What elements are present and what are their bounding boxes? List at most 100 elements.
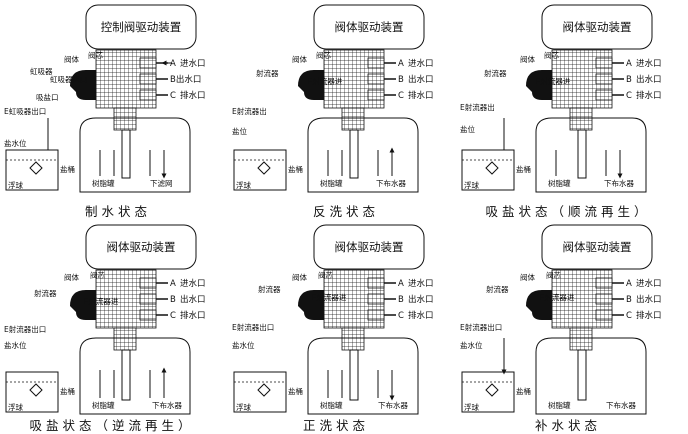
drive-box-title: 控制阀驱动装置 [101,20,182,34]
label-injector: 射流器 [486,284,509,294]
port-c [595,309,613,321]
label-salt: 盐位 [232,126,247,136]
label-b: B [626,295,632,305]
float-icon [257,161,271,175]
label-c: C [626,91,632,101]
injector-body [298,70,324,100]
caption: 反洗状态 [313,204,379,219]
valve-lower [569,107,593,131]
float-icon [29,161,43,175]
label-c: C [170,91,176,101]
resin-tank [307,117,419,193]
tank-flow-arrows [327,150,392,176]
label-resin: 树脂罐 [92,400,115,410]
label-core: 阀芯 [544,50,559,60]
brine-tank [233,149,287,191]
label-tank: 盐桶 [516,164,531,174]
label-c: C [626,311,632,321]
brine-tank [233,371,287,413]
label-injector-out: E射流器出口 [4,324,46,334]
label-injector: 射流器 [34,288,57,298]
riser-pipe [577,349,587,401]
siphon-body [70,70,96,100]
label-injector-out: E射流器出 [460,102,495,112]
riser-pipe [121,349,131,401]
label-salt: 盐水位 [232,340,255,350]
label-b: B出水口 [170,74,201,85]
label-float: 浮球 [8,180,23,190]
port-pipes [612,62,624,96]
label-a-txt: 进水口 [408,278,434,289]
label-c-txt: 排水口 [180,90,206,101]
label-salt: 盐水位 [4,138,27,148]
label-suction: 吸盐口 [36,92,59,102]
label-injector-in: F射流器进 [308,76,343,86]
label-salt: 盐位 [460,124,475,134]
label-body: 阀体 [520,54,535,64]
port-c [595,89,613,101]
port-a [139,277,157,289]
port-a [139,57,157,69]
label-b-txt: 出水口 [408,74,434,85]
label-injector-out: E射流器出口 [460,322,502,332]
label-siphon-out: E虹吸器出口 [4,106,46,116]
float-icon [485,161,499,175]
port-pipes [612,282,624,316]
label-injector-out: E射流器出 [232,106,267,116]
port-c [367,89,385,101]
label-core: 阀芯 [546,270,561,280]
label-body: 阀体 [64,272,79,282]
brine-tank [461,149,515,191]
label-b-txt: 出水口 [636,74,662,85]
label-injector: 射流器 [258,284,281,294]
port-b [595,293,613,305]
injector-body [526,290,552,320]
label-tank: 盐桶 [60,386,75,396]
label-c-txt: 排水口 [408,90,434,101]
valve-lower [569,327,593,351]
label-body: 阀体 [520,272,535,282]
panel-1: 控制阀驱动装置 阀体 阀芯 虹吸器 虹吸器进口 吸盐口 E虹吸器出口 A 进水口… [4,4,206,219]
port-a [595,57,613,69]
label-body: 阀体 [64,54,79,64]
riser-pipe [121,129,131,179]
label-a: A [398,59,404,69]
label-siphon-in: 虹吸器进口 [50,75,88,84]
label-tank: 盐桶 [60,164,75,174]
label-injector: 射流器 [484,68,507,78]
label-float: 浮球 [236,180,251,190]
label-a-txt: 进水口 [408,58,434,69]
valve-lower [341,327,365,351]
label-a: A [170,279,176,289]
port-pipes [156,282,168,316]
label-c: C [398,311,404,321]
float-icon [29,383,43,397]
label-body: 阀体 [292,272,307,282]
tank-flow-arrows [327,370,392,398]
label-tank: 盐桶 [288,386,303,396]
brine-tank [461,371,515,413]
tank-flow-arrows [99,150,164,176]
label-float: 浮球 [236,402,251,412]
label-dist: 下布水器 [378,400,408,410]
injector-body [70,290,96,320]
label-a: A [626,59,632,69]
label-core: 阀芯 [88,50,103,60]
label-tank: 盐桶 [288,164,303,174]
label-dist: 下布水器 [152,400,182,410]
label-tank: 盐桶 [516,386,531,396]
brine-tank [5,371,59,413]
label-dist: 下布水器 [606,400,636,410]
label-core: 阀芯 [318,270,333,280]
port-pipes [384,62,396,96]
label-b: B [626,75,632,85]
label-a: A [398,279,404,289]
panel-3: 阀体驱动装置 阀体 阀芯 射流器 F射流器进 E射流器出 A 进水口 B 出水口… [460,4,662,219]
tank-flow-arrows [555,150,620,176]
caption: 吸盐状态（顺流再生） [485,204,650,219]
port-a [367,277,385,289]
port-a [367,57,385,69]
label-core: 阀芯 [90,270,105,280]
label-b-txt: 出水口 [636,294,662,305]
